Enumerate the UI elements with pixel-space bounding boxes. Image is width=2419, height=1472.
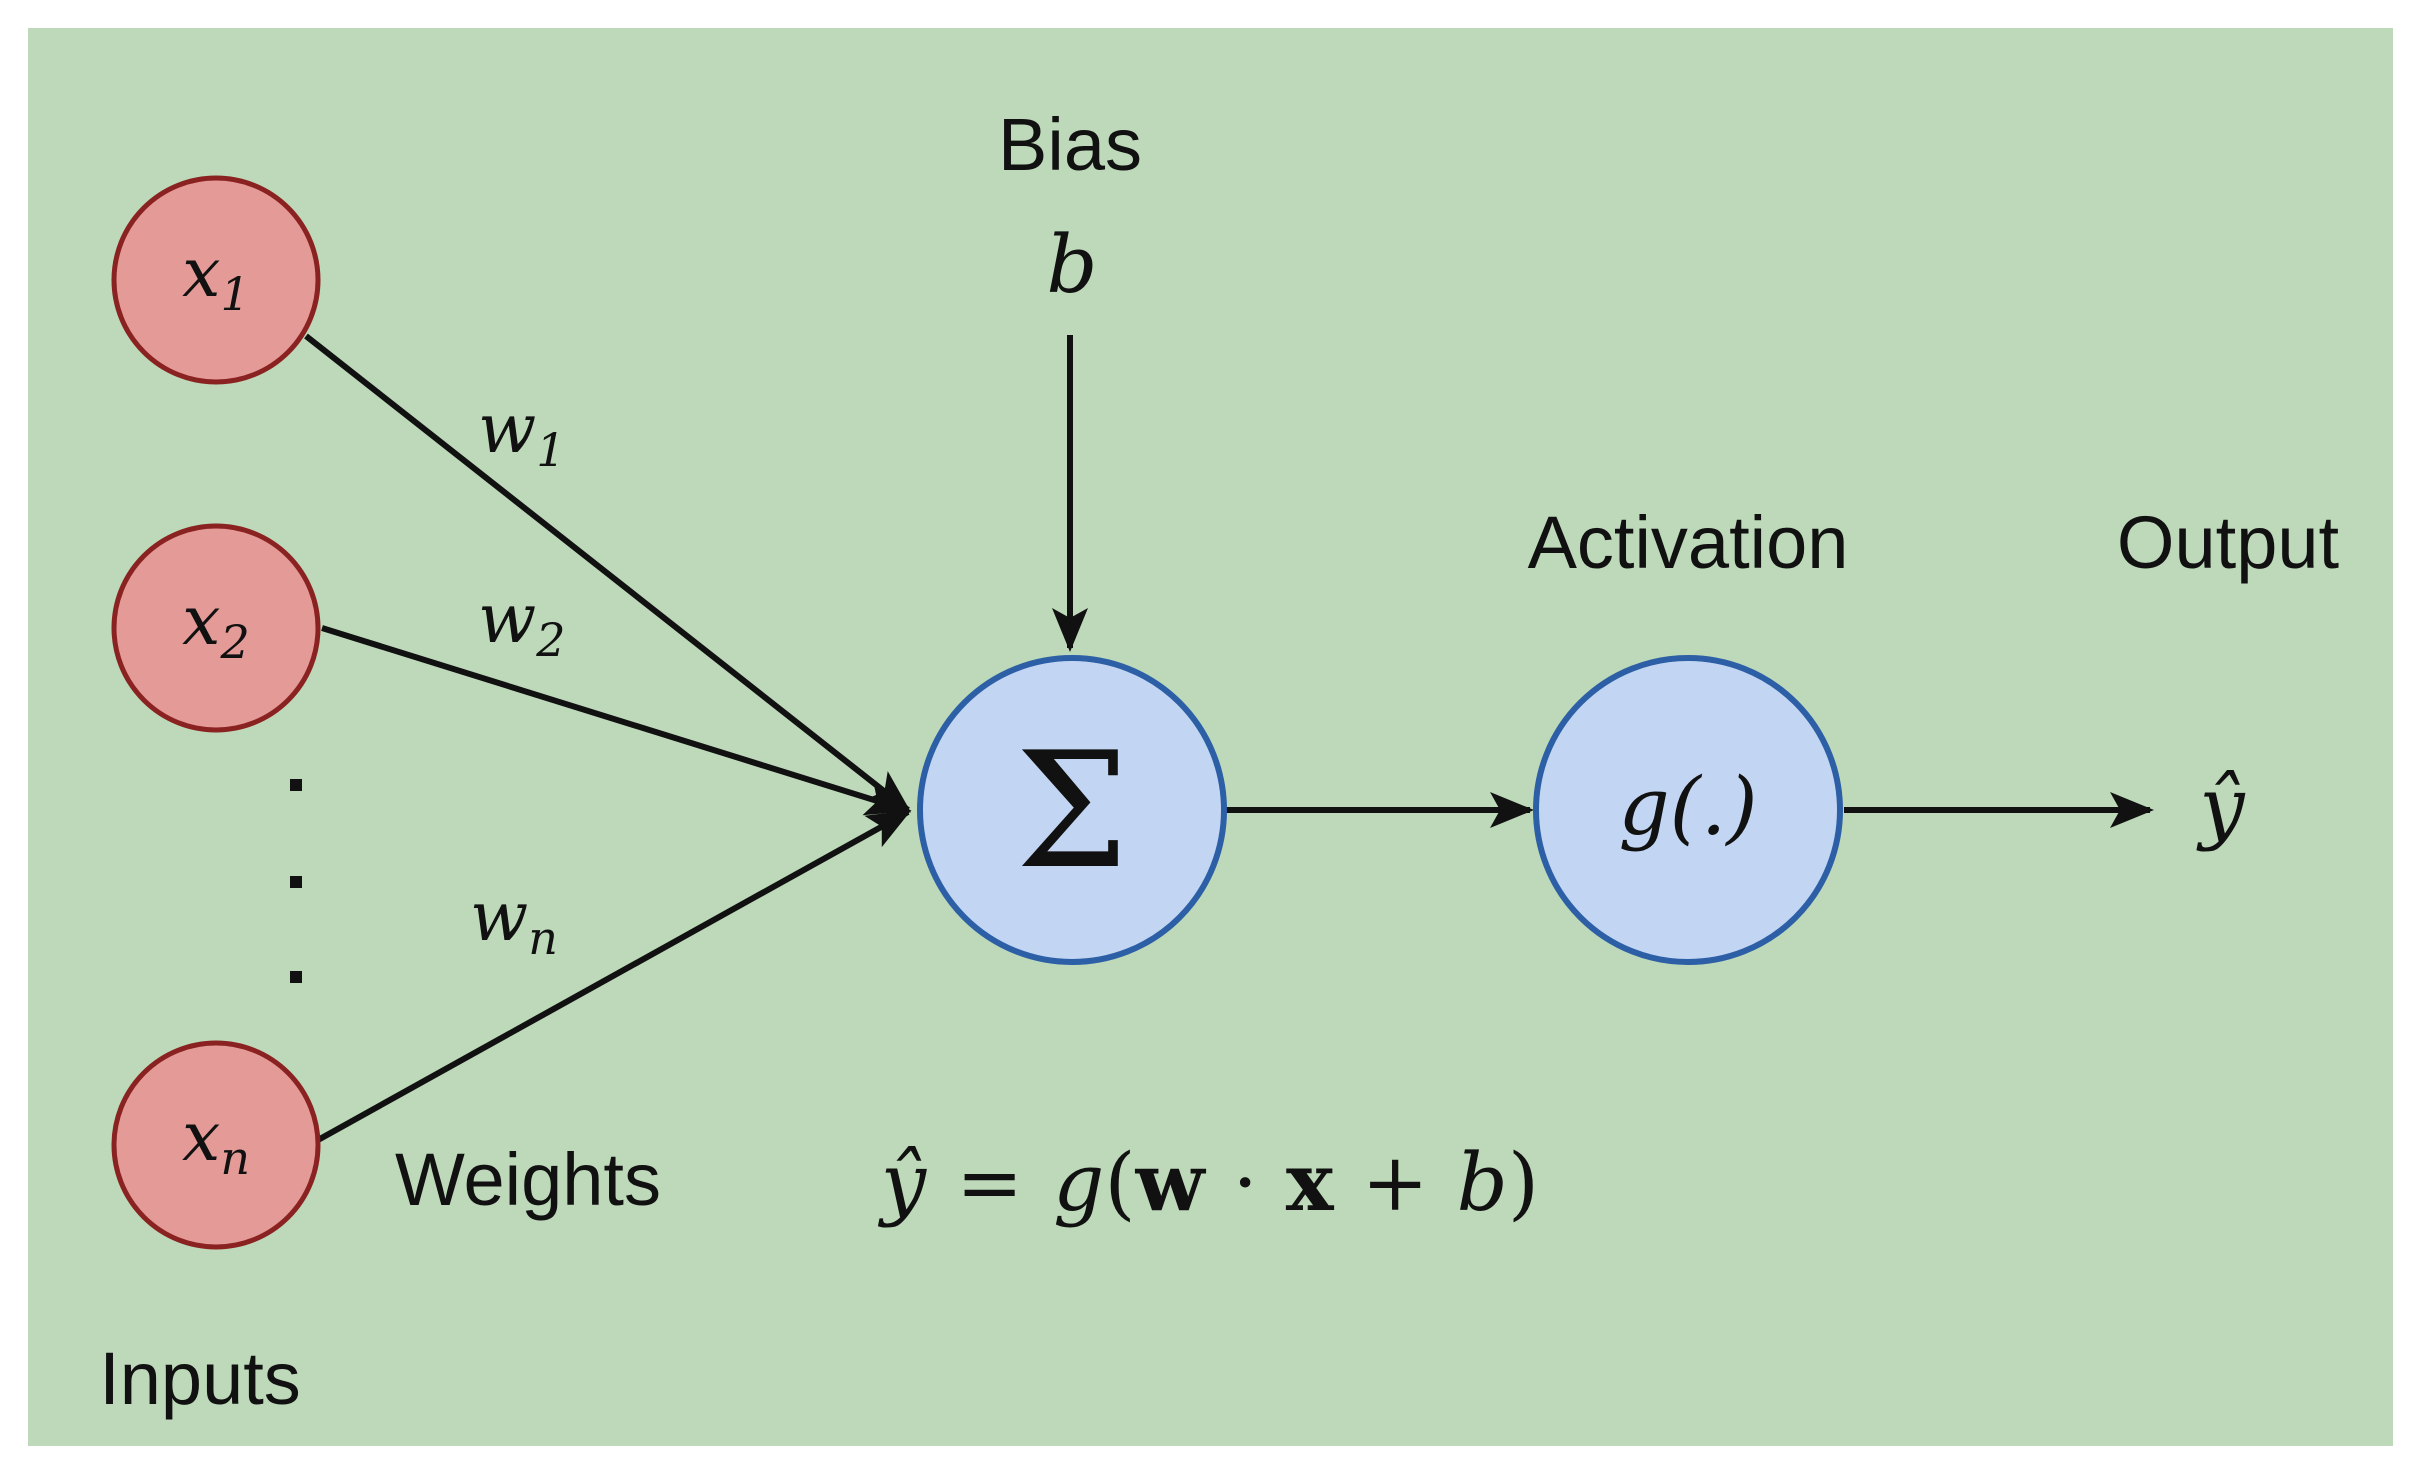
svg-text:xn: xn	[182, 1098, 250, 1185]
activation-function: g(.)	[1618, 760, 1757, 853]
input-xn-base: x	[182, 1098, 220, 1177]
diagram-background	[28, 28, 2393, 1446]
edge-x2-to-sum	[321, 625, 910, 816]
svg-text:x2: x2	[182, 582, 250, 669]
perceptron-formula: ŷ = g(w · x + b)	[878, 1135, 1539, 1229]
input-node-x2: x2	[111, 523, 321, 733]
input-x2-sub: 2	[220, 615, 250, 669]
summation-node: Σ	[917, 655, 1227, 965]
bias-label: Bias	[998, 103, 1142, 186]
input-node-xn: xn	[111, 1040, 321, 1250]
activation-label: Activation	[1528, 501, 1849, 584]
activation-node: g(.)	[1533, 655, 1843, 965]
edge-x1-to-sum	[304, 333, 912, 813]
weight-label-w2: w2	[478, 580, 566, 667]
output-symbol: ŷ	[2196, 760, 2246, 853]
weight-label-w1: w1	[478, 390, 566, 477]
edge-xn-to-sum	[316, 809, 912, 1143]
input-x1-base: x	[182, 234, 220, 313]
svg-text:x1: x1	[182, 234, 250, 321]
input-x1-sub: 1	[221, 267, 250, 321]
weight-label-wn: wn	[470, 878, 558, 965]
input-node-x1: x1	[111, 175, 321, 385]
summation-symbol: Σ	[1015, 717, 1128, 904]
inputs-label: Inputs	[99, 1337, 301, 1420]
output-label: Output	[2117, 501, 2340, 584]
bias-symbol: b	[1046, 218, 1097, 311]
input-xn-sub: n	[220, 1131, 250, 1185]
input-x2-base: x	[182, 582, 220, 661]
input-ellipsis	[290, 779, 302, 983]
weights-label: Weights	[395, 1138, 661, 1221]
